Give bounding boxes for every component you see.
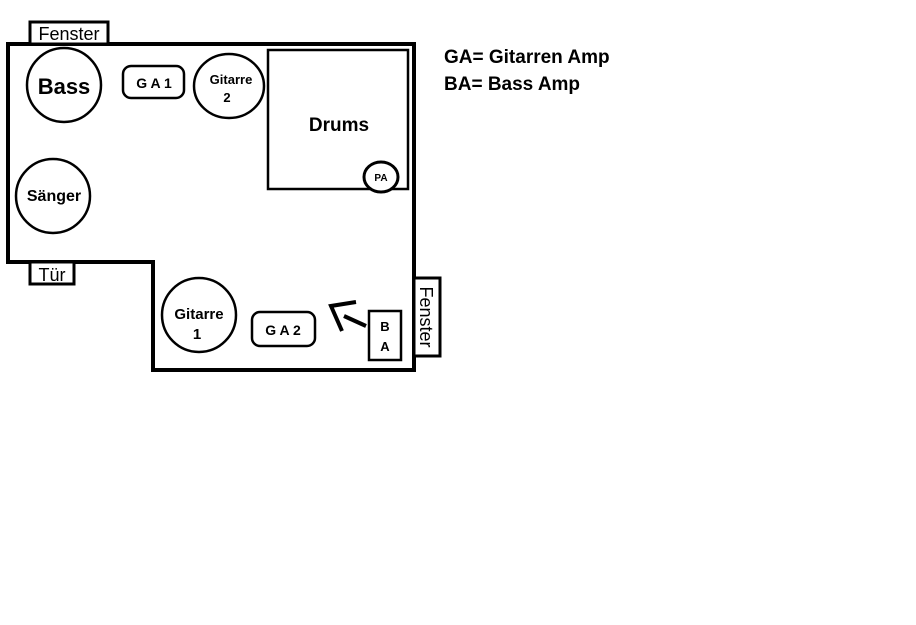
window-right: Fenster [412,276,442,358]
pa-label: PA [374,173,387,184]
legend-ba: BA= Bass Amp [444,74,581,95]
arrow-icon [328,300,367,332]
legend: GA= Gitarren Amp BA= Bass Amp [444,44,610,98]
gitarre1-label-line2: 1 [193,326,201,343]
guitar-amp-1: G A 1 [121,64,186,100]
pa-speaker: PA [362,160,400,194]
drums-label: Drums [309,115,369,136]
bass-label: Bass [38,74,91,99]
bass-position: Bass [25,46,103,124]
gitarre2-label-line1: Gitarre [210,72,253,87]
saenger-label: Sänger [27,188,81,205]
window-top-label: Fenster [38,24,99,44]
singer-position: Sänger [14,157,92,235]
door: Tür [28,260,76,286]
window-top: Fenster [28,20,110,46]
door-label: Tür [39,265,66,285]
gitarre1-label-line1: Gitarre [174,306,223,323]
ga2-label: G A 2 [265,322,301,338]
ba-label-line2: A [380,339,390,354]
ga1-label: G A 1 [136,75,172,91]
window-right-label: Fenster [416,286,436,347]
guitar-1-position: Gitarre 1 [160,276,238,354]
bass-amp: B A [367,309,403,362]
guitar-amp-2: G A 2 [250,310,317,348]
ba-label-line1: B [380,319,389,334]
gitarre2-label-line2: 2 [223,90,230,105]
legend-ga: GA= Gitarren Amp [444,47,610,68]
guitar-2-position: Gitarre 2 [192,52,266,120]
